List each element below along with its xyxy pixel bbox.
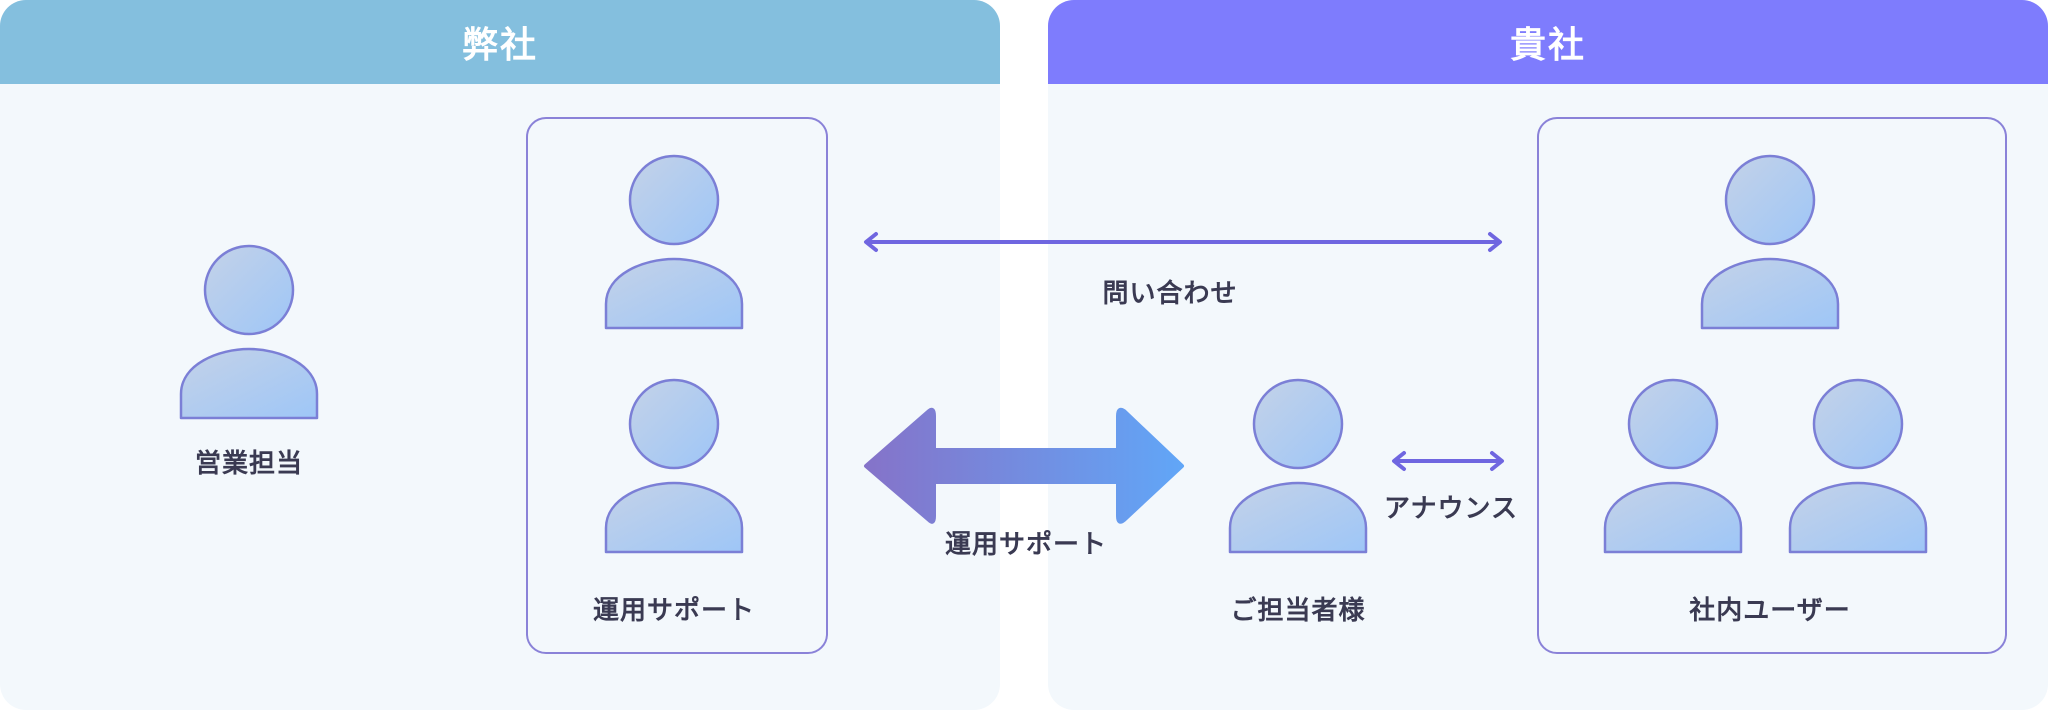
client-company-header: 貴社 bbox=[1048, 0, 2048, 84]
person-head bbox=[1812, 378, 1904, 470]
our-company-header: 弊社 bbox=[0, 0, 1000, 84]
person-icon bbox=[604, 378, 744, 554]
person-head bbox=[628, 154, 720, 246]
person-icon bbox=[604, 154, 744, 330]
person-head bbox=[1724, 154, 1816, 246]
operation-support-label: 運用サポート bbox=[944, 530, 1108, 560]
client-contact-label: ご担当者様 bbox=[1230, 596, 1366, 626]
sales-label: 営業担当 bbox=[194, 449, 304, 479]
person-head bbox=[628, 378, 720, 470]
person-body bbox=[179, 347, 319, 420]
person-body bbox=[604, 481, 744, 554]
internal-users-label: 社内ユーザー bbox=[1689, 596, 1851, 626]
person-icon bbox=[179, 244, 319, 420]
inquiry-label: 問い合わせ bbox=[1102, 279, 1238, 309]
support-group-label: 運用サポート bbox=[592, 596, 756, 626]
internal-users-group-box bbox=[1537, 117, 2007, 654]
person-icon bbox=[1603, 378, 1743, 554]
person-icon bbox=[1228, 378, 1368, 554]
person-icon bbox=[1788, 378, 1928, 554]
person-body bbox=[1603, 481, 1743, 554]
person-head bbox=[203, 244, 295, 336]
announce-label: アナウンス bbox=[1384, 494, 1518, 524]
our-company-title: 弊社 bbox=[461, 25, 538, 66]
support-group-box bbox=[526, 117, 828, 654]
person-body bbox=[604, 257, 744, 330]
person-body bbox=[1228, 481, 1368, 554]
client-company-title: 貴社 bbox=[1509, 25, 1586, 66]
person-body bbox=[1700, 257, 1840, 330]
person-icon bbox=[1700, 154, 1840, 330]
person-body bbox=[1788, 481, 1928, 554]
person-head bbox=[1252, 378, 1344, 470]
person-head bbox=[1627, 378, 1719, 470]
our-company-panel: 弊社 bbox=[0, 0, 1000, 710]
